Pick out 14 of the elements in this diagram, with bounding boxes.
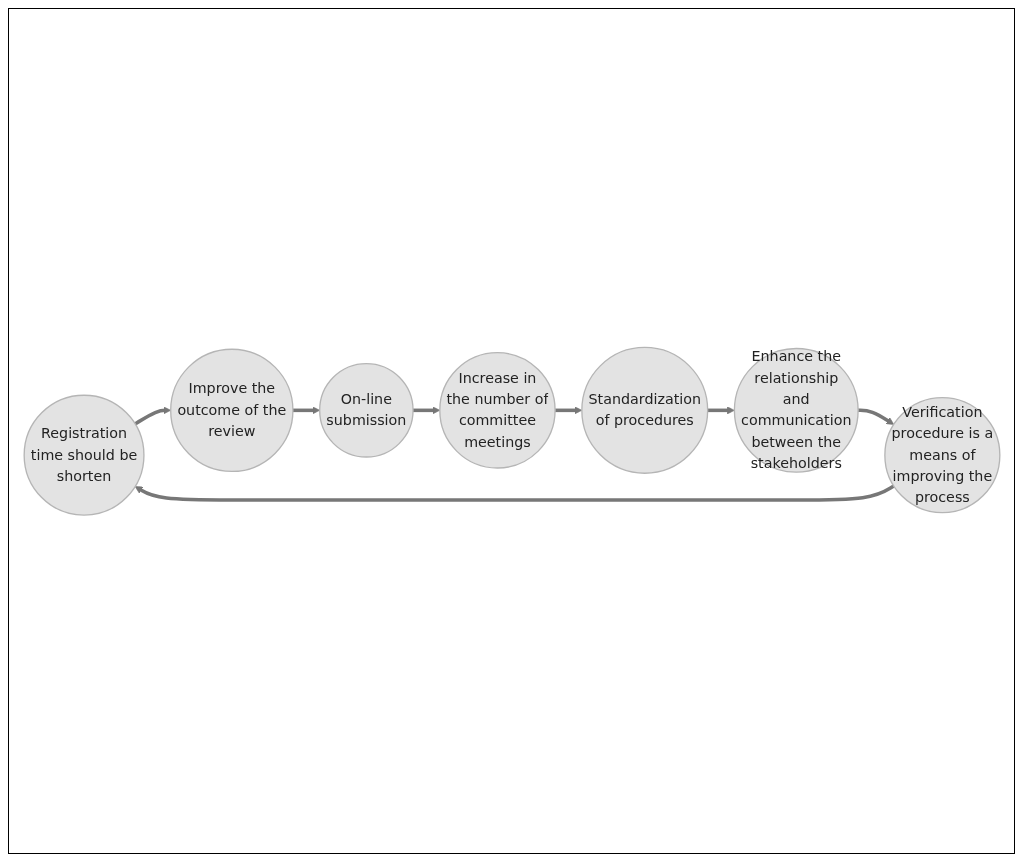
arrow [134, 484, 895, 503]
node-circle: On-line submission [318, 363, 414, 459]
arrow [412, 406, 440, 415]
arrow [707, 406, 735, 415]
node-circle: Registration time should be shorten [23, 395, 145, 517]
arrow [292, 406, 320, 415]
arrow [133, 406, 171, 426]
arrow [857, 408, 894, 426]
node-circle: Standardization of procedures [580, 347, 708, 475]
node-circle: Increase in the number of committee meetings [438, 352, 556, 470]
node-circle: Verification procedure is a means of improving the process [883, 397, 1000, 514]
node-circle: Improve the outcome of the review [169, 348, 294, 473]
arrow [554, 406, 582, 415]
node-circle: Enhance the relationship and communication between the stakeholders [733, 348, 859, 474]
